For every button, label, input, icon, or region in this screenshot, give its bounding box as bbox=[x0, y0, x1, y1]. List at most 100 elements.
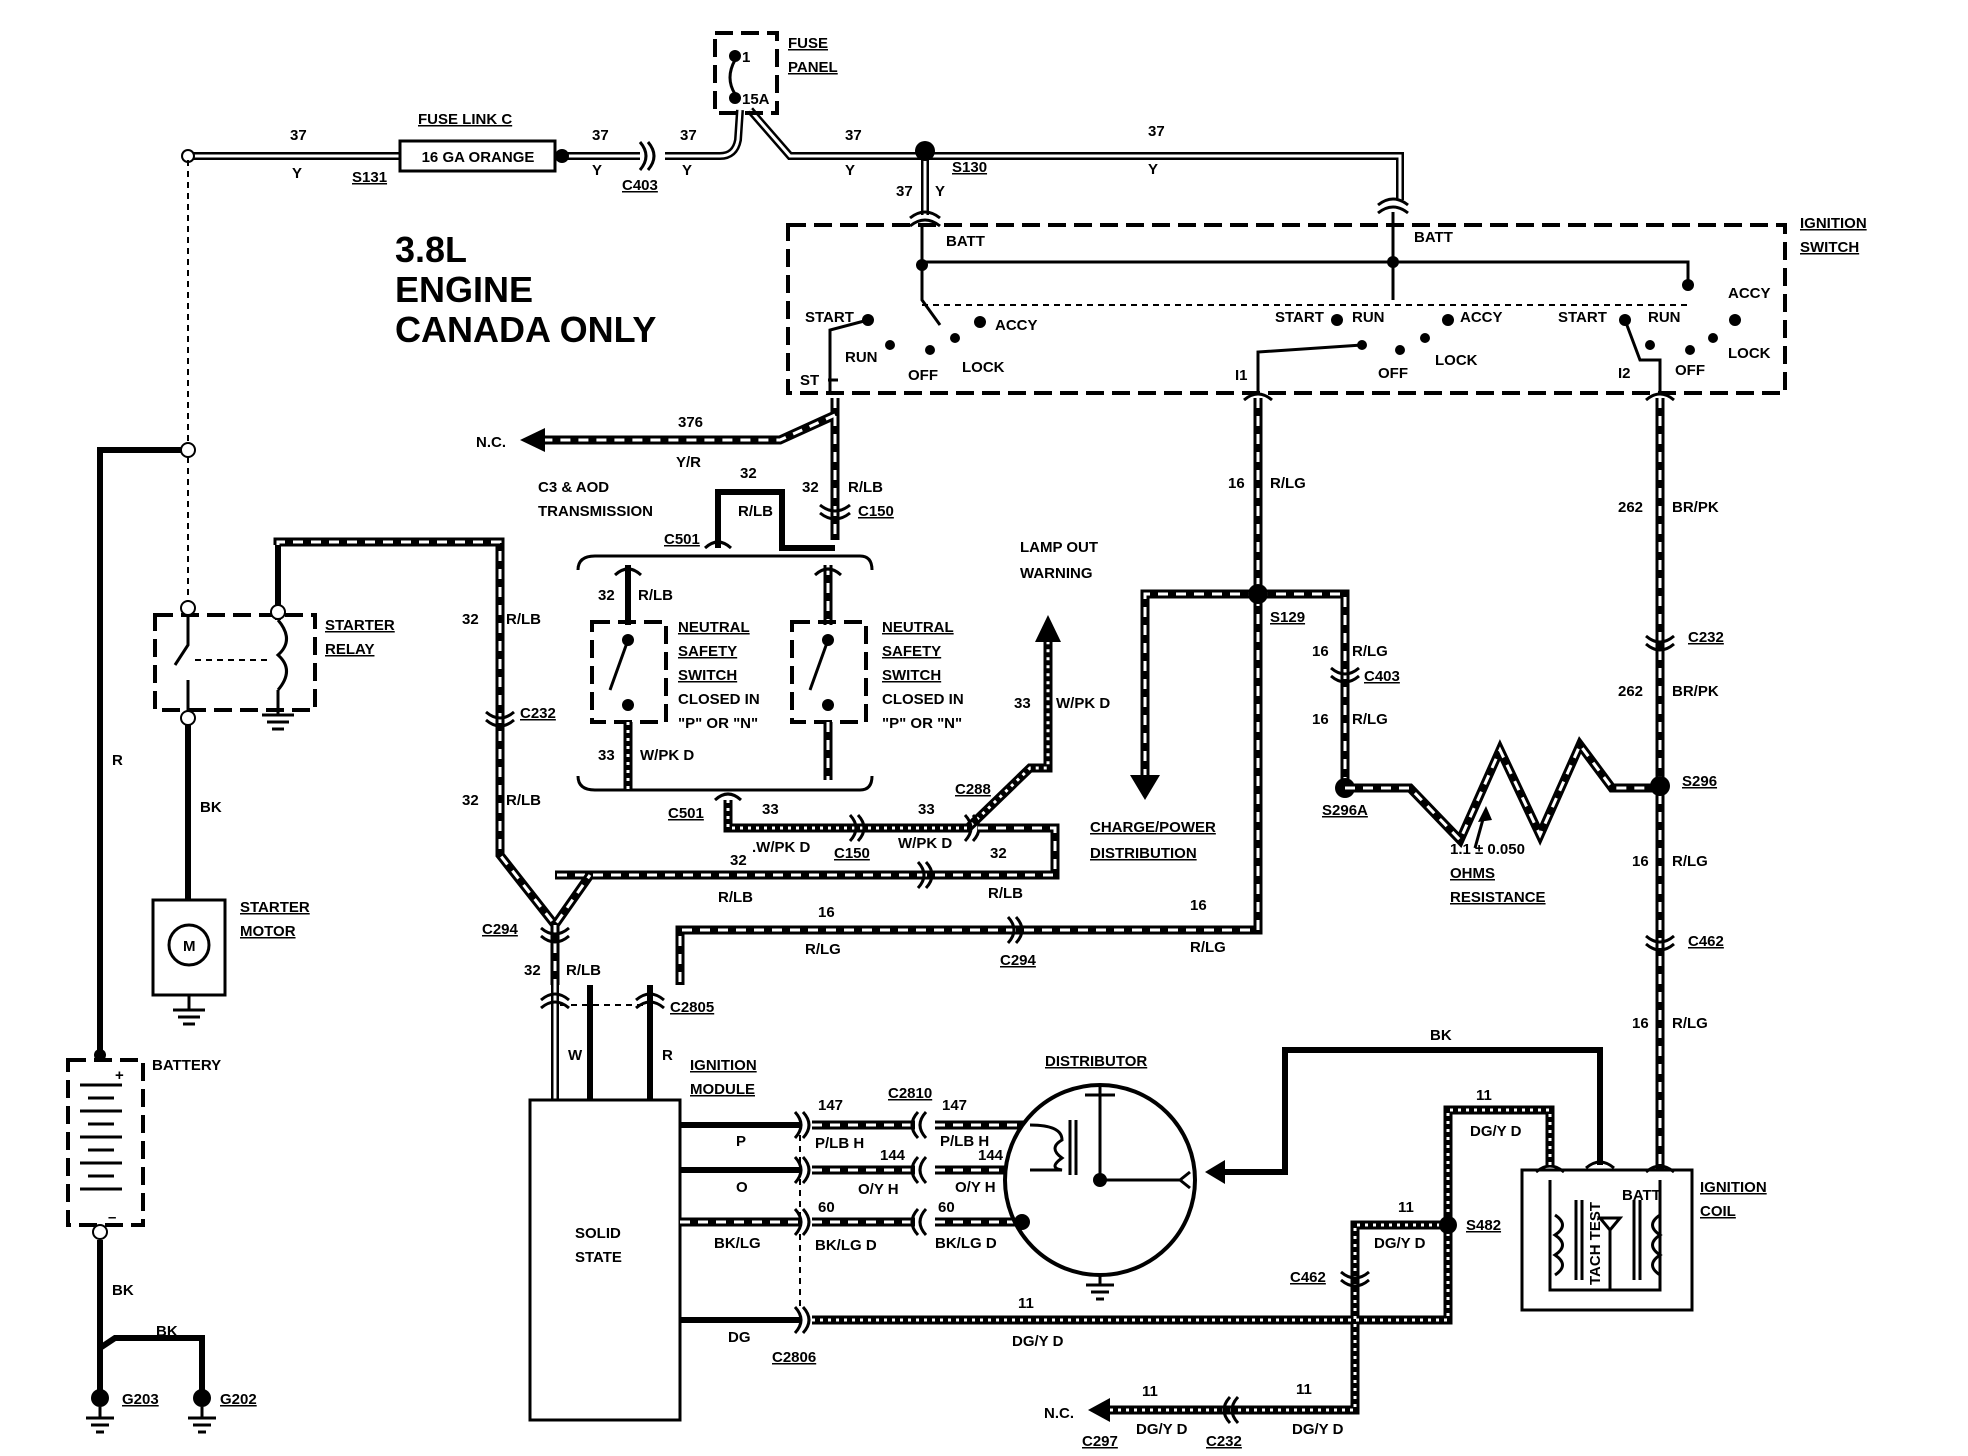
battery: + – BATTERY BK BK G203 G202 bbox=[66, 1049, 257, 1434]
tach-wire-dgyd-c: DG/Y D bbox=[1374, 1235, 1426, 1252]
c232-label-bottom: C232 bbox=[1206, 1433, 1242, 1450]
wire-num-32-a: 32 bbox=[740, 465, 757, 482]
i2-connector bbox=[1645, 392, 1675, 402]
nss2-label-2: SAFETY bbox=[882, 643, 941, 660]
relay-wire-rlb-a: R/LB bbox=[506, 611, 541, 628]
s129-label: S129 bbox=[1270, 609, 1305, 626]
s482-label: S482 bbox=[1466, 1217, 1501, 1234]
ohms-label-1: 1.1 ± 0.050 bbox=[1450, 841, 1525, 858]
wire-color-y-e: Y bbox=[1148, 161, 1158, 178]
wire-num-37-a: 37 bbox=[290, 127, 307, 144]
c150-label-top: C150 bbox=[858, 503, 894, 520]
fuse-panel-label-2: PANEL bbox=[788, 59, 838, 76]
wire-32-loop-color-a: R/LB bbox=[988, 885, 1023, 902]
sw3-off: OFF bbox=[1675, 362, 1705, 379]
c501-label-top: C501 bbox=[664, 531, 700, 548]
fuse-panel-label-1: FUSE bbox=[788, 35, 828, 52]
starter-motor-label-2: MOTOR bbox=[240, 923, 296, 940]
run-wire-rlg-b: R/LG bbox=[1352, 643, 1388, 660]
wire-color-yr: Y/R bbox=[676, 454, 701, 471]
wire-plbh-b: P/LB H bbox=[940, 1133, 989, 1150]
sw2-lock: LOCK bbox=[1435, 352, 1478, 369]
tach-wire-11-c: 11 bbox=[1398, 1199, 1414, 1216]
lamp-wire-33: 33 bbox=[1014, 695, 1031, 712]
s130-splice bbox=[915, 141, 935, 161]
c294-connector-left bbox=[540, 926, 570, 944]
feed-wire-37 bbox=[181, 107, 1404, 215]
wire-num-37-e: 37 bbox=[1148, 123, 1165, 140]
wire-147-a: 147 bbox=[818, 1097, 843, 1114]
s482-splice bbox=[1439, 1216, 1457, 1234]
c501-label-bottom: C501 bbox=[668, 805, 704, 822]
sw2-off: OFF bbox=[1378, 365, 1408, 382]
c232-connector-left bbox=[485, 710, 515, 728]
c232-label-left: C232 bbox=[520, 705, 556, 722]
c2810-label: C2810 bbox=[888, 1085, 932, 1102]
wire-32-loop-num-b: 32 bbox=[730, 852, 747, 869]
c3aod-label-1: C3 & AOD bbox=[538, 479, 609, 496]
c462-connector-right bbox=[1645, 934, 1675, 952]
c294-connector-loop bbox=[916, 860, 934, 890]
wire-bklgd-b: BK/LG D bbox=[935, 1235, 997, 1252]
fuse-link-label: FUSE LINK C bbox=[418, 111, 512, 128]
relay-control-wire-32: 32 R/LB C232 32 R/LB C294 32 R/LB bbox=[273, 537, 601, 985]
ground-wire-bk-b: BK bbox=[156, 1323, 178, 1340]
coil-wire-bk: BK bbox=[1430, 1027, 1452, 1044]
run-wire-16-c: 16 bbox=[1312, 711, 1329, 728]
distributor: DISTRIBUTOR bbox=[1003, 1053, 1197, 1301]
nss1-wire-32: 32 bbox=[598, 587, 615, 604]
ohms-label-2: OHMS bbox=[1450, 865, 1495, 882]
c3aod-label-2: TRANSMISSION bbox=[538, 503, 653, 520]
sw3-run: RUN bbox=[1648, 309, 1681, 326]
wire-num-32-b: 32 bbox=[802, 479, 819, 496]
wire-num-376: 376 bbox=[678, 414, 703, 431]
c462-label-bottom: C462 bbox=[1290, 1269, 1326, 1286]
lamp-out-wire-33: LAMP OUT WARNING 33 W/PK D C501 33 .W/PK… bbox=[668, 539, 1110, 862]
wire-color-y-c: Y bbox=[682, 162, 692, 179]
coil-wire-262-a: 262 bbox=[1618, 499, 1643, 516]
fuse-link-end-node bbox=[555, 149, 569, 163]
nc-label-bottom: N.C. bbox=[1044, 1405, 1074, 1422]
module-wire-o: O bbox=[736, 1179, 748, 1196]
ign-switch-label-2: SWITCH bbox=[1800, 239, 1859, 256]
lamp-out-label-1: LAMP OUT bbox=[1020, 539, 1098, 556]
wire-60-b: 60 bbox=[938, 1199, 955, 1216]
batt-terminal-2: BATT bbox=[1414, 229, 1453, 246]
wire-num-37-c: 37 bbox=[680, 127, 697, 144]
sw1-off: OFF bbox=[908, 367, 938, 384]
coil-bk-wire: BK bbox=[1205, 1027, 1603, 1184]
wire-color-y-b: Y bbox=[592, 162, 602, 179]
wire-147-b: 147 bbox=[942, 1097, 967, 1114]
sw2-i1-terminal: I1 bbox=[1235, 367, 1248, 384]
battery-plus: + bbox=[115, 1067, 124, 1084]
c2805-label: C2805 bbox=[670, 999, 714, 1016]
solid-state-label-1: SOLID bbox=[575, 1225, 621, 1242]
nss1-label-2: SAFETY bbox=[678, 643, 737, 660]
ignition-module: C2805 W R SOLID STATE IGNITION MODULE bbox=[528, 985, 757, 1422]
nss1-label-4: CLOSED IN bbox=[678, 691, 760, 708]
s130-label: S130 bbox=[952, 159, 987, 176]
tach-wire-11-a: 11 bbox=[1142, 1383, 1158, 1400]
ignition-coil: TACH TEST BATT IGNITION COIL bbox=[1520, 1160, 1767, 1312]
c403-connector-top bbox=[638, 141, 656, 171]
wire-num-37-f: 37 bbox=[896, 183, 913, 200]
wire-plbh-a: P/LB H bbox=[815, 1135, 864, 1152]
s129-splice bbox=[1248, 584, 1268, 604]
diagram-title: 3.8L ENGINE CANADA ONLY bbox=[395, 229, 656, 350]
c150-connector-top bbox=[819, 503, 851, 521]
fuse-link-c bbox=[398, 139, 557, 173]
c462-connector-bottom bbox=[1340, 1270, 1370, 1288]
starter-wire-bk: BK bbox=[200, 799, 222, 816]
starter-relay-label-1: STARTER bbox=[325, 617, 395, 634]
lamp-out-label-2: WARNING bbox=[1020, 565, 1093, 582]
motor-symbol: M bbox=[183, 938, 196, 955]
c150-connector-mid bbox=[848, 813, 866, 843]
ign-switch-label-1: IGNITION bbox=[1800, 215, 1867, 232]
c2806-label: C2806 bbox=[772, 1349, 816, 1366]
wire-bklgd-a: BK/LG D bbox=[815, 1237, 877, 1254]
fuse-link-gauge: 16 GA ORANGE bbox=[422, 149, 535, 166]
nss2-label-3: SWITCH bbox=[882, 667, 941, 684]
nss-top-bracket bbox=[576, 554, 874, 571]
neutral-safety-switch-1: 32 R/LB 33 W/PK D NEUTRAL SAFETY SWITCH … bbox=[590, 565, 760, 790]
tach-circuit-11: N.C. C297 C232 11 DG/Y D 11 DG/Y D C462 … bbox=[812, 1087, 1555, 1450]
